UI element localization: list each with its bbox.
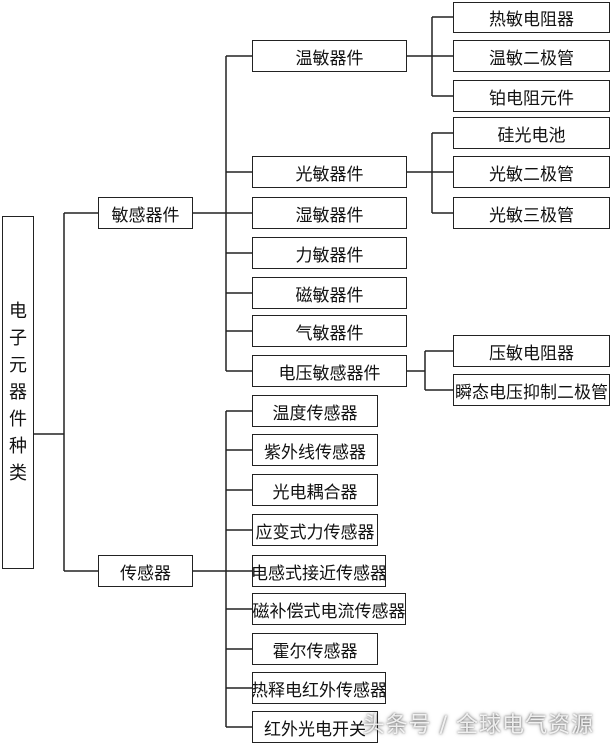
leaf-thermal-diode: 温敏二极管 (453, 40, 610, 72)
node-label: 光敏器件 (295, 164, 364, 185)
node-label: 湿敏器件 (295, 205, 364, 226)
node-sensitive-devices-label: 敏感器件 (111, 205, 180, 226)
node-sensors: 传感器 (98, 555, 193, 587)
leaf-thermistor: 热敏电阻器 (453, 2, 610, 33)
leaf-label: 铂电阻元件 (489, 88, 574, 109)
leaf-label: 温敏二极管 (489, 48, 574, 69)
node-humidity-device: 湿敏器件 (252, 197, 407, 229)
leaf-tvs-diode: 瞬态电压抑制二极管 (453, 374, 610, 406)
sensor-label: 温度传感器 (272, 403, 358, 424)
sensor-pyroelectric-infrared: 热释电红外传感器 (252, 672, 386, 704)
sensor-label: 磁补偿式电流传感器 (252, 601, 406, 622)
leaf-label: 光敏二极管 (489, 164, 574, 185)
leaf-label: 热敏电阻器 (489, 10, 574, 30)
node-label: 力敏器件 (295, 245, 364, 266)
sensor-label: 应变式力传感器 (255, 522, 375, 543)
node-sensitive-devices: 敏感器件 (98, 197, 193, 229)
sensor-inductive-proximity: 电感式接近传感器 (252, 555, 386, 587)
sensor-infrared-switch: 红外光电开关 (252, 711, 378, 743)
sensor-optocoupler: 光电耦合器 (252, 474, 378, 506)
leaf-platinum-resistor: 铂电阻元件 (453, 80, 610, 112)
sensor-temperature: 温度传感器 (252, 395, 378, 427)
sensor-label: 光电耦合器 (272, 482, 358, 503)
leaf-silicon-photocell: 硅光电池 (453, 117, 610, 149)
leaf-label: 光敏三极管 (489, 205, 574, 226)
sensor-magnetic-current: 磁补偿式电流传感器 (252, 593, 406, 625)
sensor-label: 霍尔传感器 (272, 641, 358, 662)
root-node: 电子元器件种类 (2, 216, 34, 569)
root-node-label: 电子元器件种类 (9, 301, 27, 484)
node-voltage-device: 电压敏感器件 (252, 355, 407, 387)
sensor-label: 紫外线传感器 (264, 442, 366, 463)
leaf-varistor: 压敏电阻器 (453, 335, 610, 367)
node-label: 温敏器件 (295, 48, 364, 69)
node-photosensitive-device: 光敏器件 (252, 156, 407, 188)
node-label: 磁敏器件 (295, 285, 364, 306)
sensor-ultraviolet: 紫外线传感器 (252, 434, 378, 466)
leaf-label: 硅光电池 (497, 125, 566, 146)
leaf-phototransistor: 光敏三极管 (453, 197, 610, 229)
sensor-label: 电感式接近传感器 (252, 563, 386, 584)
sensor-hall: 霍尔传感器 (252, 633, 378, 665)
node-force-device: 力敏器件 (252, 237, 407, 269)
node-magnetic-device: 磁敏器件 (252, 277, 407, 309)
node-thermal-device: 温敏器件 (252, 40, 407, 72)
node-label: 电压敏感器件 (278, 363, 381, 384)
sensor-label: 热释电红外传感器 (252, 680, 386, 701)
leaf-label: 压敏电阻器 (489, 343, 574, 364)
sensor-label: 红外光电开关 (264, 719, 366, 740)
node-sensors-label: 传感器 (120, 563, 171, 584)
sensor-strain-force: 应变式力传感器 (252, 514, 378, 546)
watermark: 头条号 / 全球电气资源 (362, 713, 594, 738)
leaf-label: 瞬态电压抑制二极管 (455, 382, 608, 403)
node-gas-device: 气敏器件 (252, 315, 407, 347)
leaf-photodiode: 光敏二极管 (453, 156, 610, 188)
node-label: 气敏器件 (295, 323, 364, 344)
